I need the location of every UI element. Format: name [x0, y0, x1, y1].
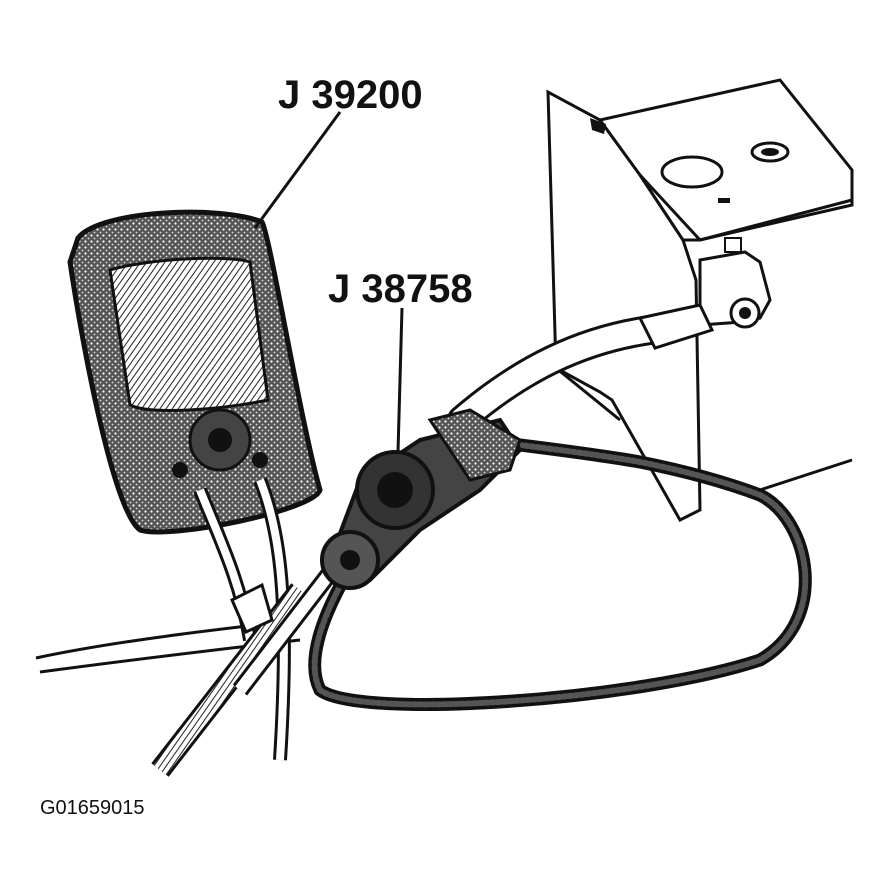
battery-cable — [447, 303, 715, 435]
side-terminal — [698, 237, 772, 329]
battery-vent-cap — [660, 155, 724, 189]
adapter-j38758 — [320, 408, 523, 590]
ground-line — [759, 458, 853, 492]
meter-label: J 39200 — [278, 73, 423, 117]
meter-leader-line — [253, 111, 342, 229]
lead-clip — [230, 582, 274, 635]
figure-id: G01659015 — [40, 797, 145, 819]
meter-leads — [151, 477, 348, 777]
adapter-label: J 38758 — [328, 267, 473, 311]
battery — [546, 78, 854, 522]
cable-terminal-boot — [637, 303, 715, 350]
meter-j39200 — [67, 209, 323, 535]
meter-display — [108, 256, 270, 412]
adapter-leader-line — [396, 307, 404, 453]
